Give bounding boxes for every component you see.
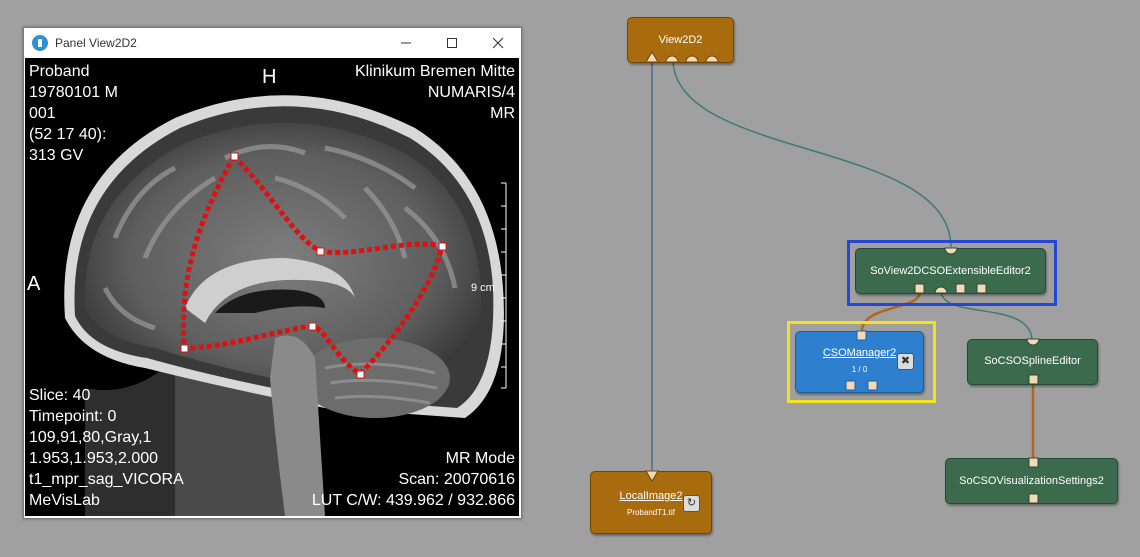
scene-output-connector[interactable] (944, 247, 958, 255)
overlay-modality: MR (490, 105, 515, 122)
remove-icon: ✖ (900, 355, 911, 367)
overlay-gray-value: 313 GV (29, 147, 84, 164)
overlay-lut: LUT C/W: 439.962 / 932.866 (311, 492, 515, 509)
selection-frame-editor (847, 240, 1057, 306)
overlay-timepoint: Timepoint: 0 (29, 408, 117, 425)
scene-output-connector[interactable] (1026, 338, 1040, 346)
selection-frame-cso-manager (787, 321, 936, 403)
orientation-left-label: A (27, 273, 41, 295)
reload-button[interactable]: ↻ (683, 495, 700, 512)
module-filename: ProbandT1.tif (626, 508, 676, 517)
mevislab-app-icon (32, 35, 48, 51)
overlay-institution: Klinikum Bremen Mitte (354, 63, 515, 80)
cso-control-point[interactable] (316, 247, 325, 256)
module-status: 1 / 0 (851, 365, 868, 374)
field-connector[interactable] (976, 283, 987, 294)
orientation-top-label: H (262, 66, 277, 88)
field-connector[interactable] (1028, 457, 1039, 468)
cso-control-point[interactable] (180, 344, 189, 353)
overlay-series-name: t1_mpr_sag_VICORA (29, 471, 184, 488)
module-label: SoCSOSplineEditor (984, 355, 1081, 367)
close-icon (492, 37, 504, 49)
field-connector[interactable] (1028, 493, 1039, 504)
minimize-icon (401, 42, 411, 44)
cso-control-point[interactable] (230, 152, 239, 161)
cso-manager-settings-button[interactable]: ✖ (897, 353, 914, 370)
module-view2d2[interactable]: View2D2 (627, 17, 734, 63)
cso-control-point[interactable] (356, 370, 365, 379)
overlay-voxel-size: 1.953,1.953,2.000 (29, 450, 159, 467)
overlay-bottom-right: MR Mode Scan: 20070616 LUT C/W: 439.962 … (312, 448, 515, 511)
scale-bar-label: 9 cm (471, 282, 495, 294)
minimize-button[interactable] (383, 28, 429, 58)
image-output-connector[interactable] (645, 470, 659, 482)
overlay-mode: MR Mode (445, 450, 515, 467)
close-button[interactable] (475, 28, 521, 58)
image-input-connector[interactable] (645, 51, 659, 63)
module-so-cso-visualization-settings[interactable]: SoCSOVisualizationSettings2 (945, 458, 1118, 504)
overlay-patient-name: Proband (29, 63, 90, 80)
cso-control-point[interactable] (438, 242, 447, 251)
module-label: SoCSOVisualizationSettings2 (959, 475, 1104, 487)
maximize-button[interactable] (429, 28, 475, 58)
overlay-top-left: Proband 19780101 M 001 (52 17 40): 313 G… (29, 61, 118, 166)
scene-input-connector[interactable] (705, 55, 719, 63)
scene-output-connector[interactable] (934, 286, 948, 294)
view2d-viewer[interactable]: H A 9 cm Proband 19780101 M 001 (52 17 4… (25, 58, 519, 516)
scene-connection[interactable] (672, 61, 952, 248)
cso-spline-contour[interactable] (25, 58, 519, 516)
module-label: SoView2DCSOExtensibleEditor2 (870, 265, 1031, 277)
overlay-patient-birth: 19780101 M (29, 84, 118, 101)
window-titlebar[interactable]: Panel View2D2 (24, 28, 521, 58)
overlay-software: MeVisLab (29, 492, 100, 509)
overlay-top-right: Klinikum Bremen Mitte NUMARIS/4 MR (355, 61, 515, 124)
panel-view2d2-window: Panel View2D2 (23, 27, 522, 519)
scene-input-connector[interactable] (685, 55, 699, 63)
overlay-slice: Slice: 40 (29, 387, 91, 404)
cso-input-connector[interactable] (845, 380, 856, 391)
scene-connection[interactable] (940, 291, 1033, 341)
field-connector[interactable] (867, 380, 878, 391)
module-label: CSOManager2 (822, 347, 897, 359)
field-connector[interactable] (1028, 374, 1039, 385)
field-connector[interactable] (955, 283, 966, 294)
scene-input-connector[interactable] (665, 55, 679, 63)
overlay-scanner: NUMARIS/4 (427, 84, 515, 101)
module-cso-manager[interactable]: CSOManager2 1 / 0 ✖ (795, 331, 924, 393)
module-so-view2d-cso-extensible-editor[interactable]: SoView2DCSOExtensibleEditor2 (855, 248, 1046, 294)
overlay-voxel-position: (52 17 40): (29, 126, 107, 143)
overlay-scan-date: Scan: 20070616 (398, 471, 515, 488)
cso-input-connector[interactable] (914, 283, 925, 294)
reload-icon: ↻ (686, 497, 697, 509)
module-label: LocalImage2 (619, 490, 683, 502)
window-title: Panel View2D2 (55, 36, 137, 50)
overlay-image-size: 109,91,80,Gray,1 (29, 429, 152, 446)
overlay-patient-id: 001 (29, 105, 56, 122)
maximize-icon (447, 38, 457, 48)
overlay-bottom-left: Slice: 40 Timepoint: 0 109,91,80,Gray,1 … (29, 385, 184, 511)
module-label: View2D2 (658, 34, 703, 46)
cso-control-point[interactable] (308, 322, 317, 331)
cso-output-connector[interactable] (856, 330, 867, 341)
